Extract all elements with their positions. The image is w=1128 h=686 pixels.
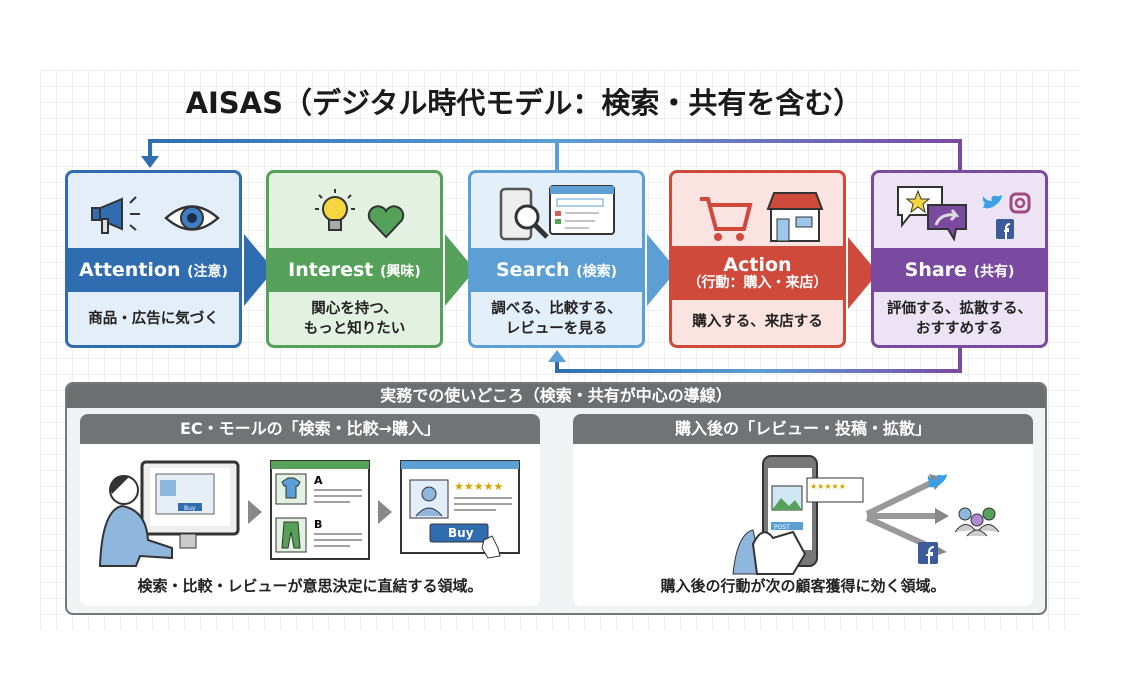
page-title: AISAS（デジタル時代モデル：検索・共有を含む） <box>185 86 863 120</box>
buy-button-label: Buy <box>448 526 474 540</box>
shopping-cart-icon <box>700 197 753 241</box>
ec-mall-panel: EC・モールの「検索・比較→購入」 Buy A B ★★★★★ Buy <box>80 414 540 606</box>
eye-icon <box>164 205 220 231</box>
band-share: Share (共有) <box>871 248 1048 292</box>
stage-desc: 購入する、来店する <box>692 313 823 330</box>
ec-mall-title: EC・モールの「検索・比較→購入」 <box>80 414 540 444</box>
post-button-label: POST <box>774 524 790 531</box>
lightbulb-icon <box>315 189 355 231</box>
band-interest: Interest (興味) <box>266 234 475 306</box>
instagram-icon <box>1009 192 1031 214</box>
facebook-icon <box>996 219 1014 239</box>
band-search: Search (検索) <box>468 234 677 306</box>
product-comparison-window: A B <box>270 460 370 560</box>
step-arrow-icon <box>378 500 392 524</box>
practice-header: 実務での使いどころ（検索・共有が中心の導線） <box>67 384 1045 408</box>
stage-desc: 調べる、比較する、 レビューを見る <box>491 301 622 337</box>
smartphone-magnifier-icon <box>499 187 549 241</box>
option-a-label: A <box>314 474 323 487</box>
option-b-label: B <box>314 518 322 531</box>
review-star-bubble-icon <box>897 186 943 228</box>
arrowhead-search <box>548 350 566 362</box>
heart-icon <box>367 205 405 239</box>
twitter-icon <box>982 195 1002 209</box>
buy-mini-label: Buy <box>184 505 196 512</box>
browser-window-icon <box>549 185 615 235</box>
product-page-window: ★★★★★ Buy <box>400 460 520 559</box>
storefront-icon <box>766 192 824 242</box>
megaphone-icon <box>91 196 140 234</box>
share-bubble-icon <box>927 204 967 242</box>
smartphone-review-illustration: POST ★★★★★ <box>732 455 864 575</box>
twitter-icon <box>927 474 947 488</box>
band-attention: Attention (注意) <box>65 234 274 306</box>
post-purchase-title: 購入後の「レビュー・投稿・拡散」 <box>573 414 1033 444</box>
stage-desc: 関心を持つ、 もっと知りたい <box>303 301 406 337</box>
facebook-icon <box>918 542 938 564</box>
stage-desc: 評価する、拡散する、 おすすめする <box>887 301 1032 337</box>
post-purchase-caption: 購入後の行動が次の顧客獲得に効く領域。 <box>660 577 946 595</box>
stage-share: Share (共有) 評価する、拡散する、 おすすめする <box>871 170 1048 348</box>
stage-action: Action（行動：購入・来店） 購入する、来店する <box>669 170 878 348</box>
stage-desc: 商品・広告に気づく <box>88 311 219 328</box>
band-action: Action（行動：購入・来店） <box>669 237 878 309</box>
stage-search: Search (検索) 調べる、比較する、 レビューを見る <box>468 170 677 348</box>
post-purchase-panel: 購入後の「レビュー・投稿・拡散」 POST ★★★★★ 購入後の行動が次の顧客獲… <box>573 414 1033 606</box>
ec-mall-caption: 検索・比較・レビューが意思決定に直結する領域。 <box>137 577 483 595</box>
svg-text:★★★★★: ★★★★★ <box>454 480 503 493</box>
community-icon <box>954 507 1000 537</box>
arrowhead-attention <box>141 156 159 168</box>
person-at-computer-illustration: Buy <box>98 460 240 567</box>
loop-to-search-line <box>555 348 962 373</box>
svg-text:★★★★★: ★★★★★ <box>810 482 846 491</box>
stage-interest: Interest (興味) 関心を持つ、 もっと知りたい <box>266 170 475 348</box>
practice-panel: 実務での使いどころ（検索・共有が中心の導線） EC・モールの「検索・比較→購入」… <box>65 382 1047 615</box>
stage-attention: Attention (注意) 商品・広告に気づく <box>65 170 274 348</box>
step-arrow-icon <box>248 500 262 524</box>
